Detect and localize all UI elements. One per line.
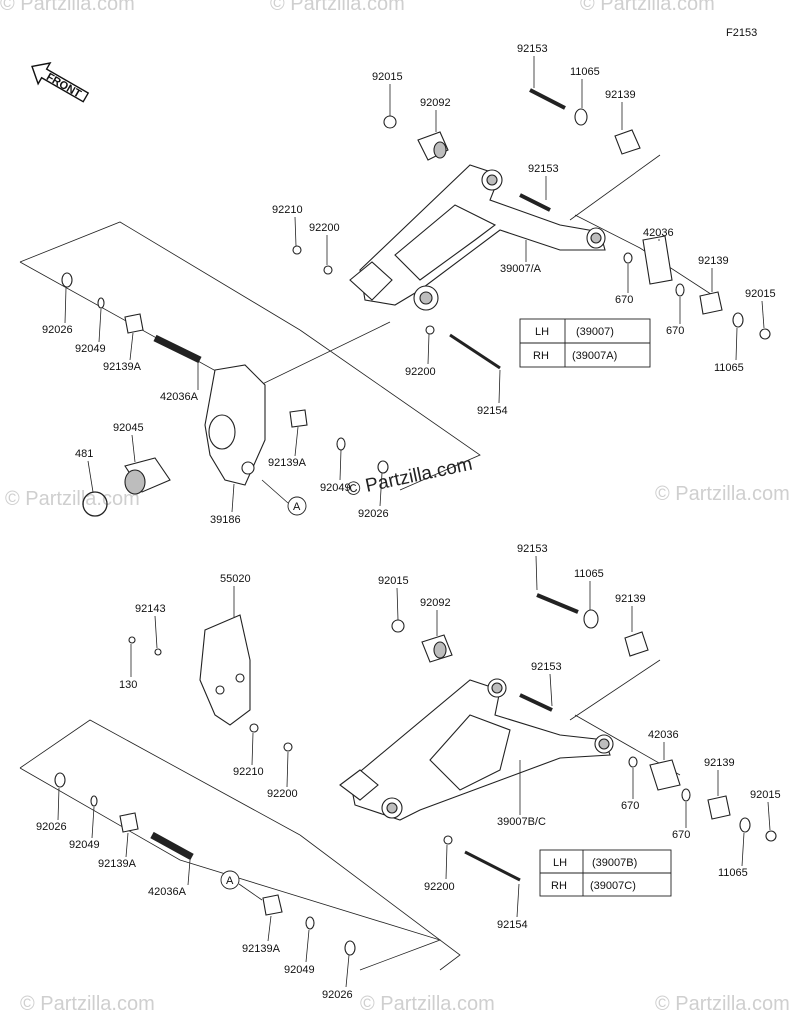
watermark: © Partzilla.com xyxy=(360,993,495,1015)
watermark: © Partzilla.com xyxy=(0,0,135,15)
table-side: RH xyxy=(551,880,567,892)
part-label: 92139 xyxy=(605,89,636,101)
part-label: 92015 xyxy=(378,575,409,587)
part-label: 92154 xyxy=(497,919,528,931)
part-label: 92026 xyxy=(36,821,67,833)
part-label: 92092 xyxy=(420,597,451,609)
part-label: 42036 xyxy=(648,729,679,741)
front-arrow-icon: FRONT xyxy=(31,62,90,103)
part-label: 92153 xyxy=(517,43,548,55)
part-label: 92210 xyxy=(233,766,264,778)
watermark-main: © Partzilla.com xyxy=(345,454,475,501)
part-label: 92200 xyxy=(309,222,340,234)
part-label: 11065 xyxy=(714,362,744,374)
part-label: 92015 xyxy=(372,71,403,83)
figure-code: F2153 xyxy=(726,27,757,39)
part-label: 92200 xyxy=(405,366,436,378)
callout-a: A xyxy=(293,501,301,513)
lower-assembly: A 92153 92015 11065 55020 92092 92139 92… xyxy=(19,543,781,1001)
part-label: 92200 xyxy=(267,788,298,800)
table-part: (39007) xyxy=(576,326,614,338)
table-side: LH xyxy=(553,857,567,869)
table-part: (39007A) xyxy=(572,350,617,362)
part-label: 92139A xyxy=(103,361,142,373)
part-label: 92143 xyxy=(135,603,166,615)
part-label: 92153 xyxy=(517,543,548,555)
part-label: 11065 xyxy=(574,568,604,580)
part-label: 92139 xyxy=(615,593,646,605)
variant-table-lower: LH (39007B) RH (39007C) xyxy=(539,849,672,897)
part-label: 39007B/C xyxy=(497,816,546,828)
watermark: © Partzilla.com xyxy=(655,993,790,1015)
table-part: (39007B) xyxy=(592,857,637,869)
part-label: 42036A xyxy=(148,886,187,898)
part-label: 92049 xyxy=(75,343,106,355)
part-label: 92026 xyxy=(322,989,353,1001)
part-label: 670 xyxy=(621,800,639,812)
part-label: 92210 xyxy=(272,204,303,216)
part-label: 39186 xyxy=(210,514,241,526)
part-label: 92026 xyxy=(358,508,389,520)
part-label: 92139A xyxy=(242,943,281,955)
watermark: © Partzilla.com xyxy=(580,0,715,15)
watermark: © Partzilla.com xyxy=(5,488,140,510)
part-label: 92139 xyxy=(698,255,729,267)
part-label: 11065 xyxy=(570,66,600,78)
part-label: 92153 xyxy=(531,661,562,673)
part-label: 92139A xyxy=(268,457,307,469)
upper-assembly: A 92015 92153 11065 92092 92139 92153 92… xyxy=(19,43,776,526)
watermark: © Partzilla.com xyxy=(655,483,790,505)
part-label: 92049 xyxy=(284,964,315,976)
part-label: 670 xyxy=(615,294,633,306)
part-label: 92015 xyxy=(745,288,776,300)
table-part: (39007C) xyxy=(590,880,636,892)
part-label: 481 xyxy=(75,448,93,460)
part-label: 92015 xyxy=(750,789,781,801)
part-label: 55020 xyxy=(220,573,251,585)
part-label: 92139 xyxy=(704,757,735,769)
watermark: © Partzilla.com xyxy=(270,0,405,15)
table-side: RH xyxy=(533,350,549,362)
callout-a: A xyxy=(226,875,234,887)
part-label: 92200 xyxy=(424,881,455,893)
part-label: 92026 xyxy=(42,324,73,336)
part-label: 92153 xyxy=(528,163,559,175)
part-label: 92139A xyxy=(98,858,137,870)
part-label: 92154 xyxy=(477,405,508,417)
watermarks: © Partzilla.com © Partzilla.com © Partzi… xyxy=(0,0,790,1015)
callout-a-icon xyxy=(287,496,307,516)
part-label: 42036 xyxy=(643,227,674,239)
variant-table-upper: LH (39007) RH (39007A) xyxy=(519,318,651,368)
callout-a-icon xyxy=(220,870,240,890)
front-label: FRONT xyxy=(44,71,83,100)
table-side: LH xyxy=(535,326,549,338)
part-label: 92049 xyxy=(320,482,351,494)
part-label: 42036A xyxy=(160,391,199,403)
part-label: 92049 xyxy=(69,839,100,851)
part-label: 92092 xyxy=(420,97,451,109)
part-label: 39007/A xyxy=(500,263,542,275)
part-label: 670 xyxy=(672,829,690,841)
part-label: 130 xyxy=(119,679,137,691)
watermark: © Partzilla.com xyxy=(20,993,155,1015)
part-label: 670 xyxy=(666,325,684,337)
part-label: 11065 xyxy=(718,867,748,879)
part-label: 92045 xyxy=(113,422,144,434)
